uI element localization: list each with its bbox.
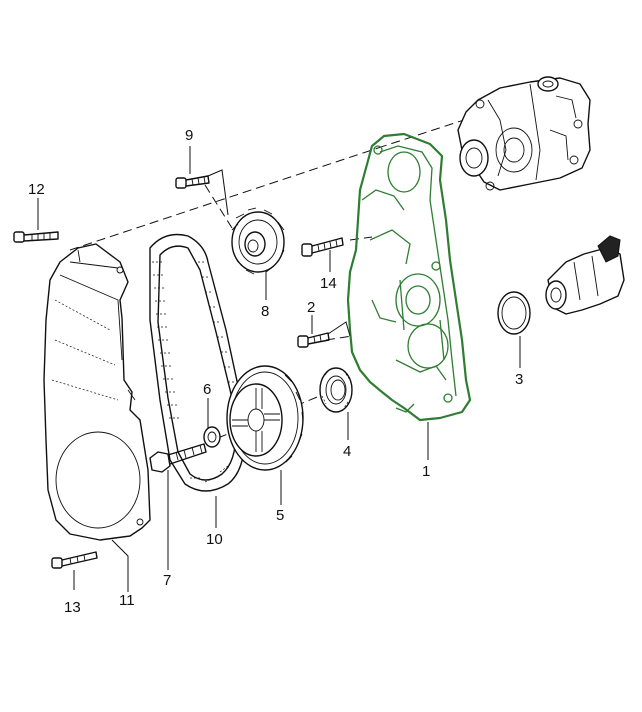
oil-pump-drive: [545, 235, 625, 315]
bolt-14[interactable]: [301, 237, 344, 257]
outer-timing-cover[interactable]: [43, 243, 151, 541]
callout-11: 11: [119, 592, 135, 609]
callout-14: 14: [320, 275, 337, 292]
callout-13: 13: [64, 599, 81, 616]
crankshaft-bolt[interactable]: [149, 443, 207, 473]
timing-belt[interactable]: [149, 233, 246, 492]
bolt-12[interactable]: [13, 231, 59, 243]
callout-labels: 12 9 8 14 2 3 4 1 6 5 10 7 11 13: [28, 127, 523, 616]
washer[interactable]: [203, 426, 221, 448]
oil-seal[interactable]: [319, 367, 353, 413]
bolt-9[interactable]: [175, 175, 210, 189]
callout-2: 2: [307, 299, 315, 316]
inner-timing-case[interactable]: [346, 132, 472, 422]
callout-5: 5: [276, 507, 284, 524]
camshaft-sprocket[interactable]: [231, 207, 285, 275]
bolt-2[interactable]: [297, 332, 330, 348]
water-pump: [457, 76, 591, 191]
callout-10: 10: [206, 531, 223, 548]
callout-8: 8: [261, 303, 269, 320]
callout-7: 7: [163, 572, 171, 589]
bolt-13[interactable]: [51, 551, 98, 569]
sealing-ring[interactable]: [497, 291, 531, 335]
crankshaft-sprocket[interactable]: [226, 365, 304, 471]
callout-12: 12: [28, 181, 45, 198]
callout-1: 1: [422, 463, 430, 480]
callout-3: 3: [515, 371, 523, 388]
callout-4: 4: [343, 443, 351, 460]
callout-6: 6: [203, 381, 211, 398]
callout-9: 9: [185, 127, 193, 144]
leader-lines: [37, 146, 521, 592]
